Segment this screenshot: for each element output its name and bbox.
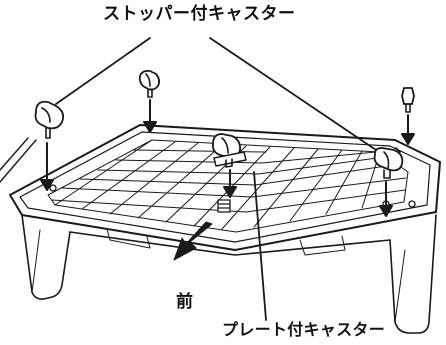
- stopper-caster-1: [36, 102, 64, 138]
- stopper-caster-2: [140, 71, 159, 97]
- plate-caster-label: プレート付キャスター: [222, 322, 385, 338]
- front-label: 前: [176, 294, 193, 311]
- stopper-caster-label: ストッパー付キャスター: [103, 6, 296, 23]
- stopper-caster-4: [402, 88, 414, 112]
